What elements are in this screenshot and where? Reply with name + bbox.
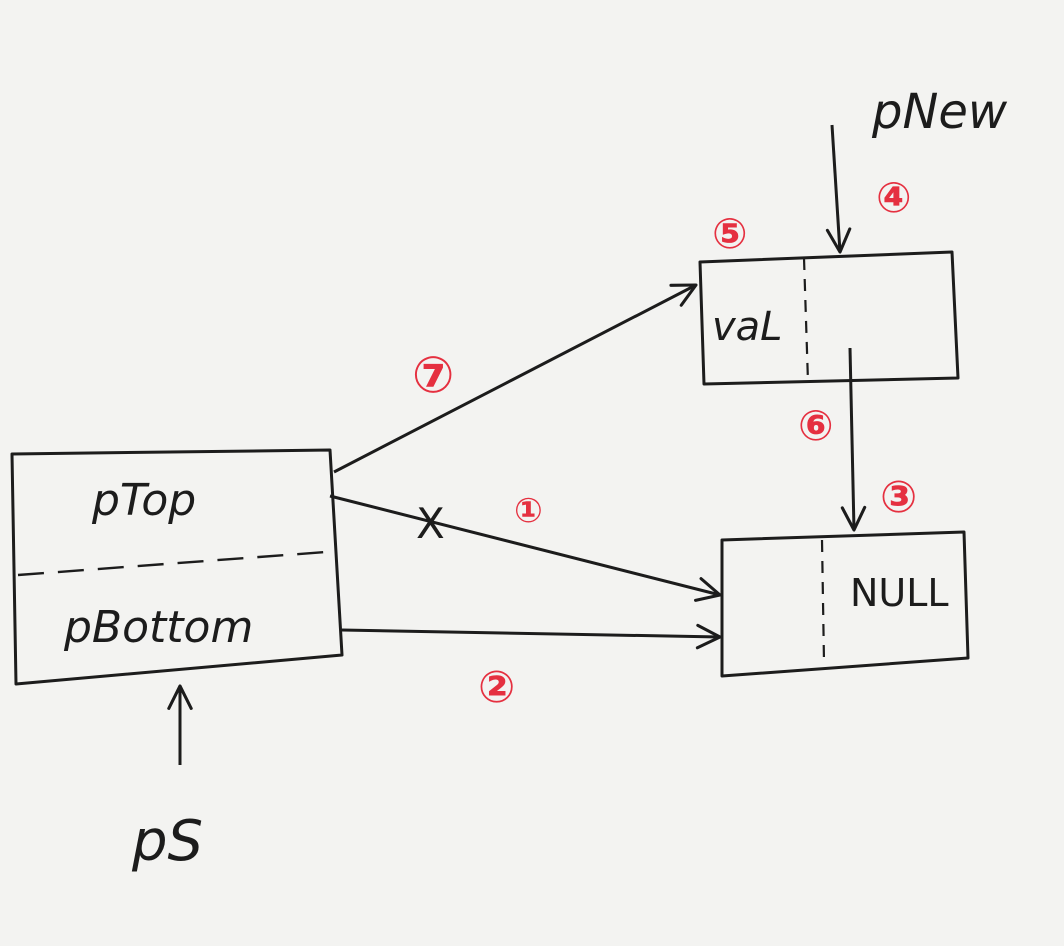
- new-node: vaL: [698, 250, 960, 386]
- step-7-label: ⑦: [412, 346, 454, 404]
- arrow-step-2-pbottom-link: [341, 623, 722, 650]
- val-label: vaL: [712, 304, 782, 350]
- stack-box-divider: [17, 550, 327, 577]
- pnew-pointer: pNew: [825, 84, 1008, 254]
- step-3-label: ③: [880, 472, 917, 523]
- stack-box-outline: [10, 448, 344, 686]
- bottom-node-divider: [820, 539, 826, 663]
- step-1-label: ①: [514, 491, 543, 531]
- stack-struct: pTop pBottom: [10, 448, 344, 686]
- new-node-outline: [698, 250, 960, 386]
- arrow-step-7-ptop-to-new-node: [333, 283, 698, 474]
- bottom-node: NULL: [720, 530, 970, 678]
- step-4-label: ④: [876, 173, 912, 222]
- bottom-node-outline: [720, 530, 970, 678]
- cross-mark: X: [416, 499, 445, 548]
- arrow-step-1-old-ptop-link: [329, 494, 722, 602]
- ptop-label: pTop: [91, 475, 196, 526]
- step-5-label: ⑤: [712, 209, 748, 258]
- null-label: NULL: [850, 571, 949, 615]
- pnew-label: pNew: [871, 84, 1008, 140]
- step-2-label: ②: [478, 662, 515, 713]
- pbottom-label: pBottom: [63, 602, 253, 653]
- ps-label: pS: [131, 809, 203, 874]
- step-6-label: ⑥: [798, 401, 834, 450]
- arrow-step-6-new-node-next: [840, 347, 867, 532]
- new-node-divider: [802, 257, 810, 383]
- pnew-arrow: [825, 124, 852, 254]
- ps-pointer: pS: [131, 684, 203, 874]
